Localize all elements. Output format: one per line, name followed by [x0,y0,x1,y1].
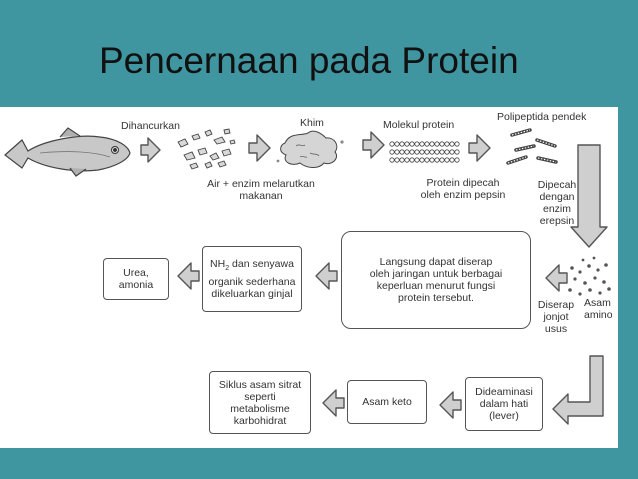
label-erepsin: Dipecah dengan enzim erepsin [537,179,577,227]
arrow-right-3 [362,131,385,159]
arrow-bend-left [552,355,604,425]
arrow-left-2 [315,262,338,290]
fish-icon [4,127,131,177]
amino-acid-icon [568,256,611,296]
label-air-enzim: Air + enzim melarutkan makanan [207,178,315,202]
protein-molecule-icon [389,141,460,163]
arrow-left-3 [177,262,200,290]
arrow-left-5 [322,389,345,417]
arrow-left-1 [545,264,568,292]
box-nh2: NH2 dan senyawa organik sederhana dikelu… [202,246,302,312]
label-polipeptida: Polipeptida pendek [497,111,587,123]
arrow-bend-down [570,144,608,248]
label-dihancurkan: Dihancurkan [121,120,180,132]
box-dideaminasi: Dideaminasi dalam hati (lever) [465,377,543,431]
arrow-left-4 [439,391,462,419]
slide-title: Pencernaan pada Protein [99,40,519,81]
label-asam-amino: Asam amino [584,297,613,321]
arrow-right-2 [248,134,271,162]
arrow-right-1 [140,137,161,163]
arrow-right-4 [468,134,491,162]
box-urea: Urea, amonia [103,258,169,300]
label-molekul-protein: Molekul protein [383,119,455,131]
label-khim: Khim [300,117,324,129]
chyme-icon [276,130,344,168]
label-diserap: Diserap jonjot usus [537,299,575,335]
box-langsung-diserap: Langsung dapat diserap oleh jaringan unt… [341,231,531,329]
box-siklus: Siklus asam sitrat seperti metabolisme k… [209,371,311,434]
box-asam-keto: Asam keto [347,380,427,424]
crushed-food-icon [177,128,236,170]
label-pepsin: Protein dipecah oleh enzim pepsin [420,177,506,201]
